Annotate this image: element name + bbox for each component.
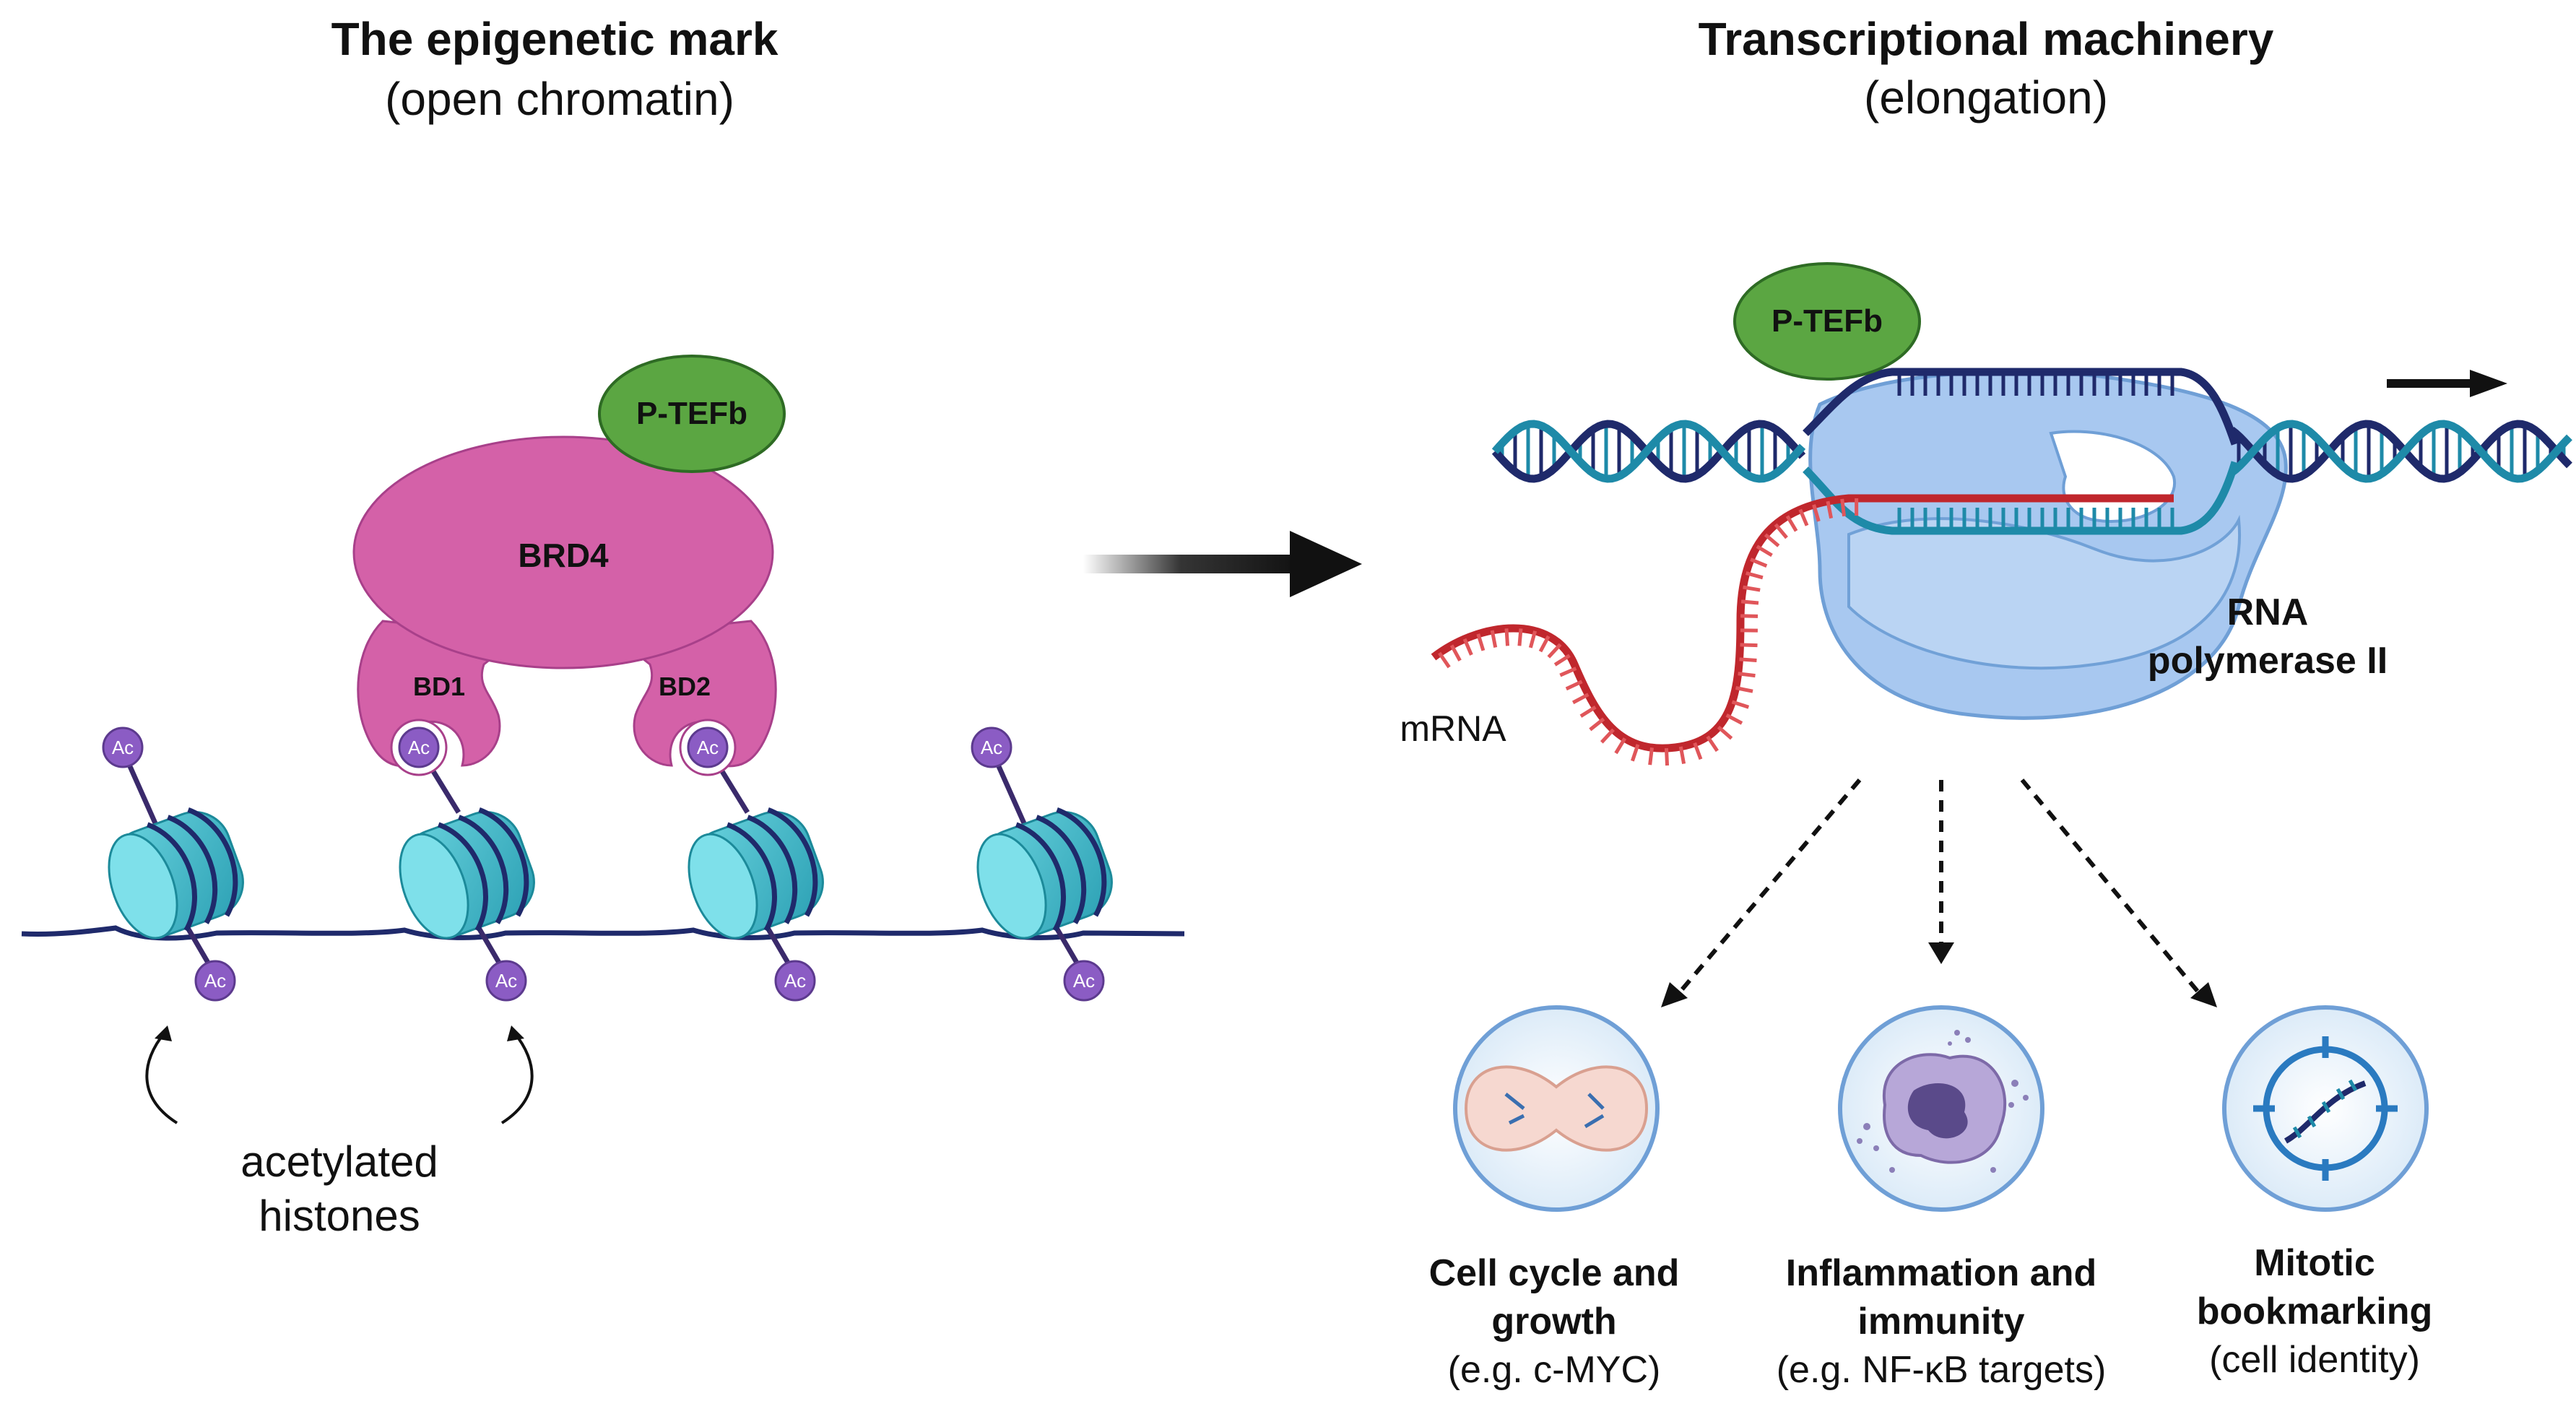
ac-label: Ac	[697, 737, 719, 758]
rna-polymerase-label-line2: polymerase II	[2148, 637, 2388, 685]
ac-label: Ac	[784, 970, 806, 992]
brd4-label: BRD4	[518, 536, 608, 575]
nucleosome-3	[675, 800, 834, 971]
outcome-dashed-arrows	[1679, 780, 2199, 993]
outcome-inflammation-line1: Inflammation and	[1786, 1249, 2096, 1297]
elongation-direction-arrow	[2387, 370, 2507, 397]
ac-bead-bd2: Ac	[680, 720, 735, 775]
ac-label: Ac	[981, 737, 1002, 758]
acetylation-pointer-arrows	[147, 1033, 532, 1123]
ac-bead-top-4: Ac	[972, 728, 1011, 767]
ac-label: Ac	[1073, 970, 1095, 992]
mrna-label: mRNA	[1400, 708, 1506, 750]
ac-label: Ac	[112, 737, 134, 758]
outcome-dashed-arrow-heads	[1661, 942, 2217, 1007]
outcome-inflammation-line3: (e.g. NF-κB targets)	[1777, 1346, 2107, 1394]
outcome-inflammation-line2: immunity	[1857, 1298, 2024, 1345]
bookmarking-target-icon	[2224, 1007, 2427, 1210]
bd2-label: BD2	[659, 672, 711, 702]
left-panel-title: The epigenetic mark	[331, 12, 779, 66]
ac-label: Ac	[408, 737, 430, 758]
ac-bead-bottom-2: Ac	[487, 961, 526, 1000]
cell-division-icon	[1455, 1007, 1657, 1210]
left-panel-subtitle: (open chromatin)	[385, 72, 734, 126]
bd1-label: BD1	[413, 672, 465, 702]
acetylation-pointer-heads	[155, 1025, 524, 1041]
rna-polymerase-label-line1: RNA	[2227, 589, 2309, 636]
ac-bead-bottom-1: Ac	[196, 961, 235, 1000]
outcome-bookmarking-line2: bookmarking	[2197, 1288, 2433, 1335]
brd4-protein	[354, 437, 776, 766]
acetylated-caption-line2: histones	[259, 1189, 420, 1243]
acetylated-caption-line1: acetylated	[240, 1135, 438, 1189]
ac-label: Ac	[204, 970, 226, 992]
ac-bead-bottom-4: Ac	[1064, 961, 1103, 1000]
outcome-cell-cycle-line2: growth	[1491, 1298, 1616, 1345]
ptefb-left-label: P-TEFb	[636, 396, 747, 432]
outcome-bookmarking-line3: (cell identity)	[2209, 1336, 2420, 1384]
outcome-cell-cycle-line1: Cell cycle and	[1429, 1249, 1680, 1297]
ac-label: Ac	[495, 970, 517, 992]
right-panel-subtitle: (elongation)	[1864, 71, 2108, 124]
ac-bead-bd1: Ac	[391, 720, 446, 775]
transition-arrow	[1083, 531, 1362, 597]
immune-cell-icon	[1840, 1007, 2042, 1210]
right-panel-title: Transcriptional machinery	[1699, 12, 2274, 66]
outcome-bookmarking-line1: Mitotic	[2254, 1239, 2375, 1287]
nucleosome-2	[386, 800, 545, 971]
ptefb-right-label: P-TEFb	[1771, 303, 1883, 339]
ac-bead-bottom-3: Ac	[776, 961, 815, 1000]
outcome-cell-cycle-line3: (e.g. c-MYC)	[1448, 1346, 1661, 1394]
ac-bead-top-1: Ac	[103, 728, 142, 767]
